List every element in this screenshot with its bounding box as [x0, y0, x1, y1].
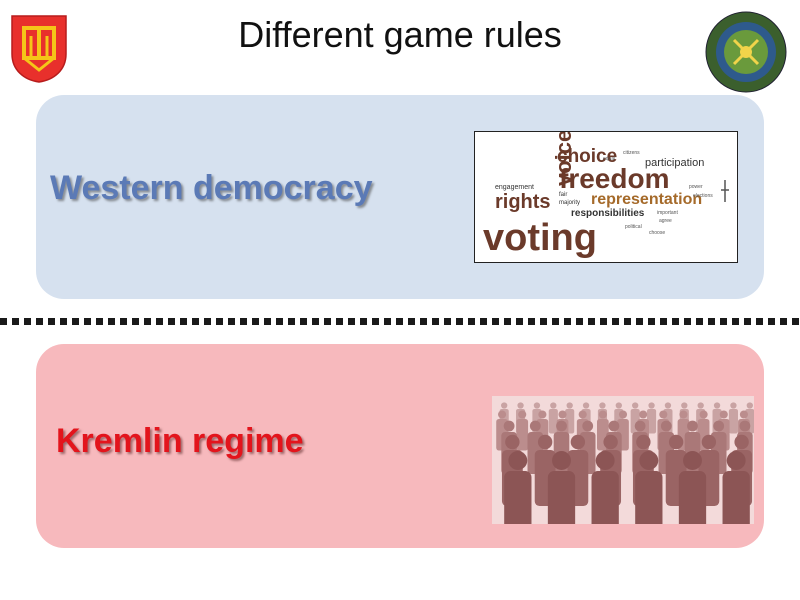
word-cloud-word: freedom — [559, 163, 669, 194]
word-cloud-word: agree — [659, 218, 672, 224]
dotted-divider — [0, 318, 800, 325]
word-cloud-word: voice — [551, 132, 576, 186]
crowd-image — [492, 396, 754, 524]
person-figure-icon — [567, 434, 589, 506]
coat-of-arms-icon — [11, 15, 67, 83]
slide-title: Different game rules — [238, 14, 562, 55]
person-figure-icon — [547, 451, 576, 524]
democracy-word-cloud: voice choice citizens equal participatio… — [474, 131, 738, 263]
word-cloud-word: participation — [645, 157, 704, 169]
word-cloud-word: citizens — [623, 150, 640, 156]
kremlin-regime-panel: Kremlin regime — [36, 344, 764, 548]
word-cloud-word: choice — [557, 146, 617, 167]
person-figure-icon — [722, 451, 750, 524]
person-figure-icon — [647, 402, 657, 434]
western-democracy-label: Western democracy — [50, 169, 373, 207]
word-cloud-word: rights — [495, 191, 551, 213]
word-cloud-word: choose — [649, 230, 665, 236]
kremlin-regime-label: Kremlin regime — [56, 422, 304, 460]
word-cloud-word: majority — [559, 200, 580, 206]
crowd-figures-icon — [492, 396, 754, 524]
word-cloud-word: fair — [559, 192, 567, 198]
word-cloud-word: engagement — [495, 184, 534, 191]
person-figure-icon — [678, 451, 707, 524]
military-emblem-icon — [705, 11, 787, 93]
word-cloud-word: important — [657, 210, 678, 216]
word-cloud-word: political — [625, 224, 642, 230]
person-figure-icon — [504, 451, 532, 524]
word-cloud-word: elections — [693, 193, 713, 199]
person-figure-icon — [591, 451, 619, 524]
person-figure-icon — [728, 402, 738, 434]
western-democracy-panel: Western democracy voice choice citizens … — [36, 95, 764, 299]
word-cloud-word: equal — [603, 156, 615, 162]
person-figure-icon — [548, 402, 558, 434]
word-cloud-word: voting — [483, 217, 597, 259]
word-cloud-word: responsibilities — [571, 208, 645, 219]
word-cloud-word: representation — [591, 191, 702, 208]
word-cloud-word: power — [689, 184, 703, 190]
person-figure-icon — [635, 451, 663, 524]
